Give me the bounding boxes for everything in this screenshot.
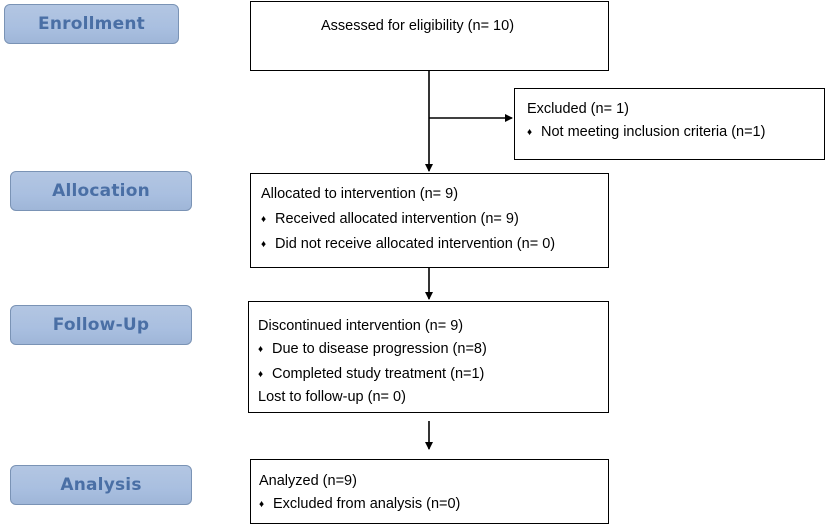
assessed-text: Assessed for eligibility (n= 10) — [321, 18, 515, 34]
stage-label-enrollment: Enrollment — [4, 4, 179, 44]
followup-title: Discontinued intervention (n= 9) — [258, 318, 464, 334]
assessed-box: Assessed for eligibility (n= 10) — [250, 1, 609, 71]
allocated-item: ♦Received allocated intervention (n= 9) — [261, 211, 519, 227]
followup-item: ♦Due to disease progression (n=8) — [258, 341, 487, 357]
allocated-item: ♦Did not receive allocated intervention … — [261, 236, 556, 252]
excluded-item: ♦Not meeting inclusion criteria (n=1) — [527, 124, 766, 140]
bullet-icon: ♦ — [527, 127, 533, 138]
bullet-icon: ♦ — [258, 369, 264, 380]
allocated-title: Allocated to intervention (n= 9) — [261, 186, 459, 202]
stage-label-followup: Follow-Up — [10, 305, 192, 345]
bullet-icon: ♦ — [261, 239, 267, 250]
bullet-icon: ♦ — [259, 499, 265, 510]
excluded-box: Excluded (n= 1) ♦Not meeting inclusion c… — [514, 88, 825, 160]
allocated-box: Allocated to intervention (n= 9) ♦Receiv… — [250, 173, 609, 268]
stage-label-analysis: Analysis — [10, 465, 192, 505]
followup-item: ♦Completed study treatment (n=1) — [258, 366, 485, 382]
analyzed-item: ♦Excluded from analysis (n=0) — [259, 496, 461, 512]
excluded-title: Excluded (n= 1) — [527, 101, 629, 117]
analyzed-title: Analyzed (n=9) — [259, 473, 357, 489]
followup-box: Discontinued intervention (n= 9) ♦Due to… — [248, 301, 609, 413]
analyzed-box: Analyzed (n=9) ♦Excluded from analysis (… — [250, 459, 609, 524]
bullet-icon: ♦ — [258, 344, 264, 355]
bullet-icon: ♦ — [261, 214, 267, 225]
stage-label-allocation: Allocation — [10, 171, 192, 211]
followup-footer: Lost to follow-up (n= 0) — [258, 389, 406, 405]
